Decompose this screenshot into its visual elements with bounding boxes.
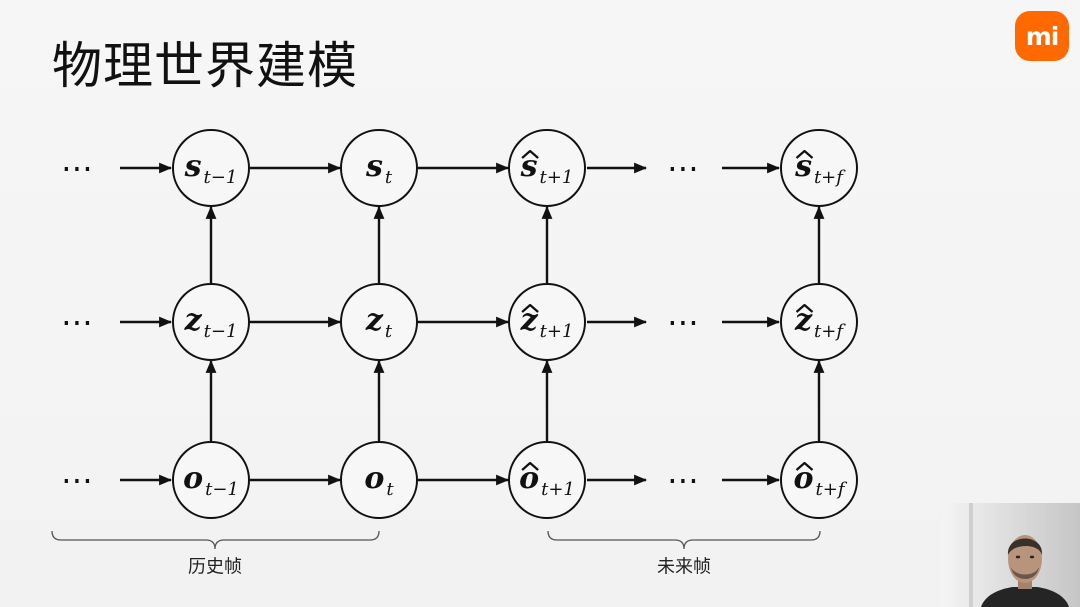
brace-history xyxy=(51,530,380,550)
node-subscript: t−1 xyxy=(204,167,238,188)
node-circle xyxy=(780,283,858,361)
node-circle xyxy=(780,129,858,207)
node-variable: z xyxy=(520,303,539,338)
ellipsis-o-future: ⋯ xyxy=(667,461,699,499)
node-variable: s xyxy=(794,149,812,184)
ellipsis-z-history: ⋯ xyxy=(61,303,93,341)
future-frames-label: 未来帧 xyxy=(657,557,711,578)
prediction-hat-icon xyxy=(521,149,539,159)
ellipsis-s-history: ⋯ xyxy=(61,149,93,187)
arrows-layer xyxy=(120,162,825,486)
node-subscript: t+f xyxy=(816,479,848,500)
node-variable: z xyxy=(365,303,384,338)
node-circle xyxy=(340,283,418,361)
node-variable: o xyxy=(364,461,384,496)
slide-title: 物理世界建模 xyxy=(52,37,358,95)
history-frames-label: 历史帧 xyxy=(188,557,242,578)
webcam-frame xyxy=(943,503,1080,607)
node-subscript: t−1 xyxy=(205,479,239,500)
prediction-hat-icon xyxy=(795,303,814,313)
presenter-left-eye xyxy=(1015,555,1021,559)
logo-text: mi xyxy=(1025,21,1060,51)
node-circle xyxy=(172,283,250,361)
presenter-shirt xyxy=(981,587,1069,607)
node-circle xyxy=(508,129,586,207)
node-subscript: t+f xyxy=(814,321,846,342)
node-variable: o xyxy=(519,461,539,496)
node-circle xyxy=(780,441,858,519)
future-frames-group: 未来帧 xyxy=(547,530,821,578)
node-subscript: t+f xyxy=(814,167,846,188)
node-subscript: t xyxy=(386,479,394,500)
prediction-hat-icon xyxy=(521,303,539,313)
node-subscript: t xyxy=(385,321,393,342)
node-circle xyxy=(340,441,418,519)
door-frame xyxy=(969,503,973,607)
node-subscript: t−1 xyxy=(204,321,238,342)
ellipsis-o-history: ⋯ xyxy=(61,461,93,499)
node-circle xyxy=(340,129,418,207)
presenter-right-eye xyxy=(1029,555,1035,559)
prediction-hat-icon xyxy=(795,461,814,471)
node-circle xyxy=(172,129,250,207)
brace-future xyxy=(547,530,821,550)
history-frames-group: 历史帧 xyxy=(51,530,380,578)
node-circle xyxy=(172,441,250,519)
node-subscript: t+1 xyxy=(540,321,574,342)
node-circle xyxy=(508,441,586,519)
node-subscript: t+1 xyxy=(540,167,574,188)
ellipses-layer: ⋯ ⋯ ⋯ ⋯ ⋯ ⋯ xyxy=(61,149,699,499)
presenter-hair xyxy=(1007,538,1043,555)
webcam-video xyxy=(943,503,1080,607)
node-variable: s xyxy=(184,149,202,184)
ellipsis-z-future: ⋯ xyxy=(667,303,699,341)
xiaomi-logo: mi xyxy=(1015,11,1069,61)
node-variable: z xyxy=(184,303,203,338)
prediction-hat-icon xyxy=(795,149,814,159)
node-variable: s xyxy=(520,149,538,184)
ellipsis-s-future: ⋯ xyxy=(667,149,699,187)
node-variable: o xyxy=(794,461,814,496)
node-variable: z xyxy=(794,303,813,338)
presenter xyxy=(981,535,1069,607)
prediction-hat-icon xyxy=(521,461,539,471)
node-circle xyxy=(508,283,586,361)
presenter-beard xyxy=(1011,567,1039,579)
node-variable: s xyxy=(365,149,383,184)
node-subscript: t xyxy=(385,167,393,188)
node-variable: o xyxy=(183,461,203,496)
node-subscript: t+1 xyxy=(541,479,575,500)
